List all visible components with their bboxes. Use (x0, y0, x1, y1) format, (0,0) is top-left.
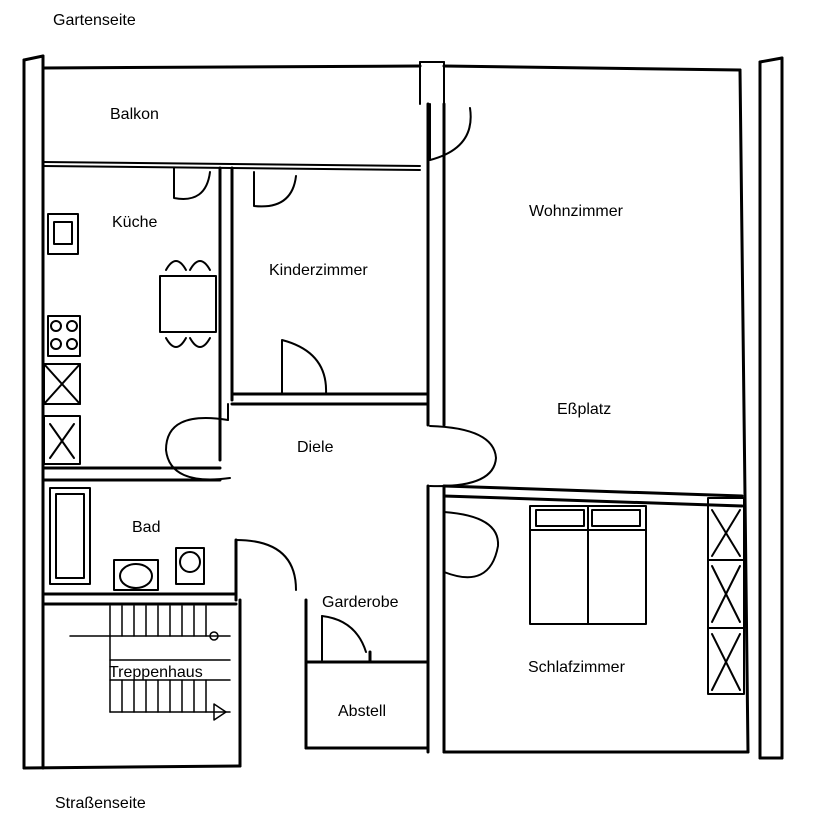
bathroom-fixtures (49, 487, 205, 591)
room-label-kinderzimmer: Kinderzimmer (269, 262, 368, 279)
exterior-walls (22, 54, 784, 770)
side-label-bottom: Straßenseite (55, 795, 146, 812)
room-label-schlafzimmer: Schlafzimmer (528, 659, 625, 676)
interior-walls (41, 102, 744, 754)
double-bed (529, 505, 647, 625)
kitchen-fixtures (43, 213, 217, 465)
room-label-garderobe: Garderobe (322, 594, 399, 611)
staircase (69, 605, 231, 721)
room-label-balkon: Balkon (110, 106, 159, 123)
room-label-bad: Bad (132, 519, 161, 536)
room-label-kueche: Küche (112, 214, 158, 231)
room-label-abstell: Abstell (338, 703, 387, 720)
room-label-essplatz: Eßplatz (557, 401, 612, 418)
side-label-top: Gartenseite (53, 12, 136, 29)
room-label-treppenhaus: Treppenhaus (109, 664, 203, 681)
balcony-railing (42, 61, 445, 171)
room-label-wohnzimmer: Wohnzimmer (529, 203, 623, 220)
wardrobe (707, 497, 745, 695)
door-swings (165, 103, 500, 661)
room-label-diele: Diele (297, 439, 334, 456)
